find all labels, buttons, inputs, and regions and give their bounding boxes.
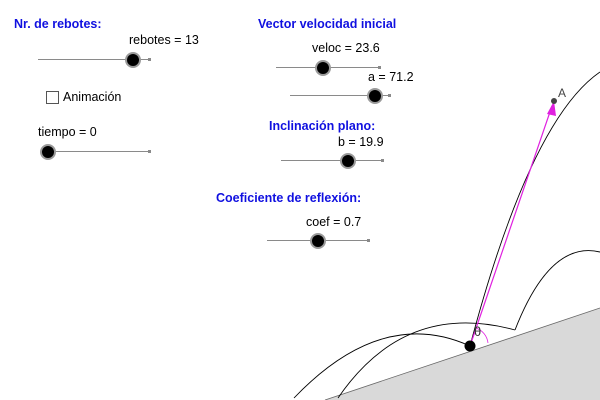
velocidad-heading: Vector velocidad inicial	[258, 17, 397, 31]
b-value: b = 19.9	[338, 135, 384, 149]
velocity-vector-arrowhead	[547, 101, 556, 116]
rebotes-heading: Nr. de rebotes:	[14, 17, 102, 31]
coef-value: coef = 0.7	[306, 215, 362, 229]
coef-slider-knob[interactable]	[310, 233, 326, 249]
b-slider[interactable]	[281, 153, 384, 169]
tiempo-slider-track	[48, 150, 151, 153]
tiempo-slider[interactable]	[40, 144, 151, 160]
point-A-label: A	[558, 86, 566, 100]
velocity-vector	[469, 105, 553, 347]
animation-checkbox-label: Animación	[63, 90, 122, 104]
a-value: a = 71.2	[368, 70, 414, 84]
trajectory-arc-3	[469, 71, 600, 347]
rebotes-slider-track	[38, 58, 151, 61]
a-slider[interactable]	[290, 88, 391, 104]
animation-checkbox[interactable]	[46, 90, 59, 104]
b-slider-track	[281, 159, 384, 162]
coef-slider[interactable]	[267, 233, 370, 249]
plane-edge	[324, 307, 600, 400]
rebotes-slider-knob[interactable]	[125, 52, 142, 68]
inclinacion-heading: Inclinación plano:	[269, 119, 376, 133]
tiempo-slider-knob[interactable]	[40, 144, 56, 160]
ball[interactable]	[464, 340, 476, 352]
coeficiente-heading: Coeficiente de reflexión:	[216, 191, 362, 205]
trajectory-arc-1	[293, 333, 471, 399]
veloc-value: veloc = 23.6	[312, 41, 380, 55]
animation-toggle[interactable]: Animación	[46, 90, 121, 104]
b-slider-knob[interactable]	[340, 153, 357, 169]
angle-label: θ	[474, 324, 481, 339]
veloc-slider-knob[interactable]	[314, 60, 331, 76]
trajectory-arc-2	[337, 322, 516, 399]
veloc-slider[interactable]	[276, 60, 381, 76]
point-A[interactable]	[551, 98, 557, 104]
rebotes-slider[interactable]	[38, 52, 151, 68]
tiempo-value: tiempo = 0	[38, 125, 97, 139]
a-slider-track	[290, 94, 391, 97]
trajectory-arc-4	[514, 250, 600, 331]
rebotes-value: rebotes = 13	[129, 33, 199, 47]
angle-arc	[475, 327, 489, 344]
a-slider-knob[interactable]	[367, 88, 383, 104]
